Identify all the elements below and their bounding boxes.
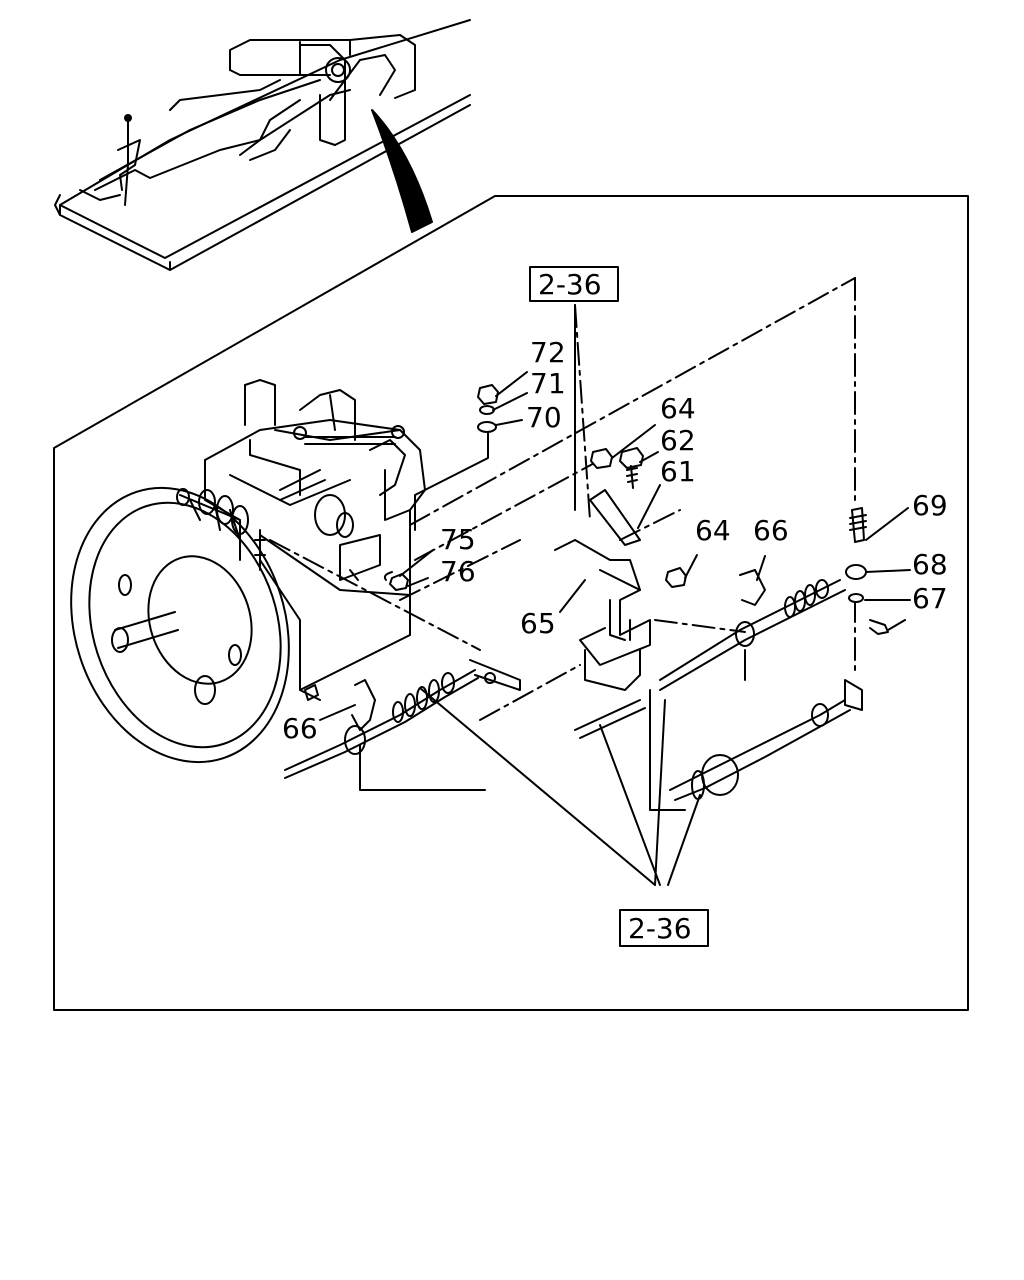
callout-76: 76 (440, 555, 476, 588)
part-76-nut (389, 573, 409, 591)
callout-70: 70 (526, 401, 562, 434)
detail-frame (53, 195, 969, 1011)
callout-75: 75 (440, 523, 476, 556)
callout-61: 61 (660, 455, 696, 488)
callout-68: 68 (912, 548, 948, 581)
bracket-assembly (554, 489, 651, 691)
part-68-washer (848, 593, 864, 603)
part-62-bolt (619, 447, 644, 489)
callout-64-top: 64 (660, 392, 696, 425)
part-70-washer (477, 421, 497, 433)
callout-67: 67 (912, 582, 948, 615)
part-68-bushing (845, 564, 867, 580)
callouts: 72 71 70 64 62 61 64 66 69 68 67 75 76 6… (282, 336, 948, 745)
callout-71: 71 (530, 367, 566, 400)
callout-65: 65 (520, 607, 556, 640)
hardware (383, 384, 889, 635)
callout-72: 72 (530, 336, 566, 369)
detail-arrow (371, 109, 433, 233)
clip-66-left (351, 679, 376, 731)
leader-lines (269, 277, 856, 811)
ref-box-top: 2-36 (529, 266, 619, 302)
callout-66-left: 66 (282, 712, 318, 745)
chassis-overview (54, 19, 471, 271)
ref-label-bottom: 2-36 (628, 912, 692, 945)
callout-62: 62 (660, 424, 696, 457)
part-64-nut-top (590, 448, 613, 469)
transmission-assembly (70, 379, 426, 764)
clip-66-right (739, 569, 766, 606)
part-67-cotter (869, 619, 889, 635)
callout-69: 69 (912, 489, 948, 522)
callout-64-lower: 64 (695, 514, 731, 547)
part-64-nut-lower (665, 567, 687, 588)
part-71-washer (479, 405, 495, 415)
callout-leaders (319, 304, 911, 886)
part-69-pin (849, 507, 867, 543)
part-75-clip (383, 571, 393, 581)
shift-cables (284, 579, 863, 801)
callout-66-right: 66 (753, 514, 789, 547)
ref-label-top: 2-36 (538, 268, 602, 301)
ref-box-bottom: 2-36 (619, 909, 709, 947)
part-72-nut (477, 384, 499, 405)
